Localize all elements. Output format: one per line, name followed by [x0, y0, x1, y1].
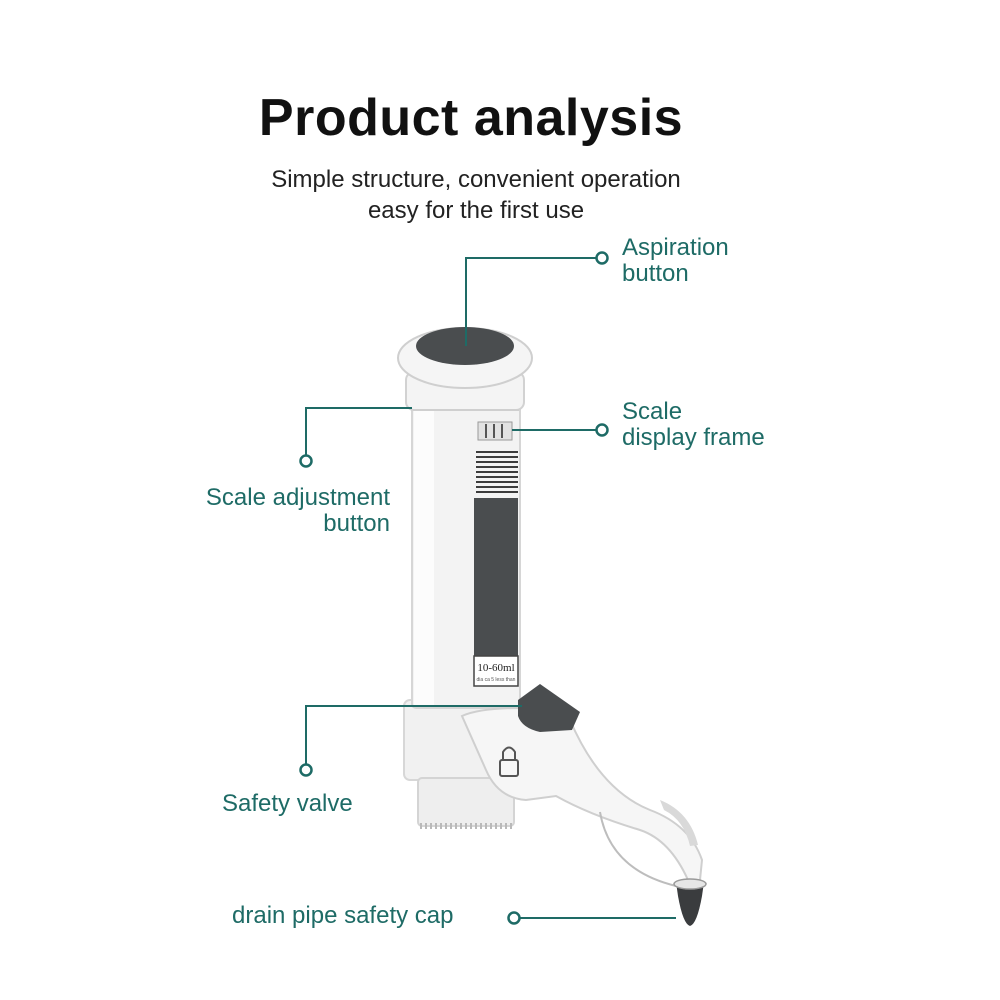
drain-cap-rim: [673, 878, 707, 890]
page-title: Product analysis: [258, 89, 684, 147]
scale-display-label-line-2: display frame: [622, 424, 765, 451]
drain-pipe-tube: [599, 811, 677, 887]
scale-adjust-label-line-2: button: [323, 510, 390, 537]
drain-cap: [676, 882, 704, 926]
scale-adjust-callout-dot: [299, 454, 313, 468]
volume-tag-subtext: dia ca 5 less than: [477, 677, 516, 683]
safety-valve-lever[interactable]: [518, 684, 580, 732]
safety-valve-label: Safety valve: [222, 790, 353, 817]
graduation-lines: [476, 451, 518, 493]
drain-pipe-window: [660, 800, 698, 846]
aspiration-label-line-2: button: [622, 260, 689, 287]
scale-display-label-line-1: Scale: [622, 398, 683, 425]
scale-adjust-label-line-1: Scale adjustment: [205, 484, 390, 511]
body-label-strip: [474, 498, 518, 656]
scale-display-callout-dot: [595, 423, 609, 437]
scale-adjustment-label: Scale adjustment button: [150, 485, 390, 537]
aspiration-label-line-1: Aspiration: [622, 234, 729, 261]
subtitle-line-2: easy for the first use: [367, 197, 585, 224]
drain-cap-callout-dot: [507, 911, 521, 925]
lock-icon: [499, 746, 519, 777]
volume-tag: [473, 655, 519, 687]
drain-cap-label: drain pipe safety cap: [232, 902, 454, 929]
leader-scale-adjust: [305, 407, 412, 455]
aspiration-button-label: Aspiration button: [622, 235, 729, 287]
body-shade: [414, 400, 434, 706]
subtitle-line-1: Simple structure, convenient operation: [271, 166, 681, 193]
safety-valve-callout-dot: [299, 763, 313, 777]
leader-safety-valve: [305, 705, 522, 764]
aspiration-callout-dot: [595, 251, 609, 265]
scale-display-label: Scale display frame: [622, 399, 765, 451]
volume-tag-text: 10-60ml: [477, 662, 514, 674]
page-subtitle: Simple structure, convenient operation e…: [0, 164, 952, 226]
leader-aspiration: [465, 257, 596, 346]
